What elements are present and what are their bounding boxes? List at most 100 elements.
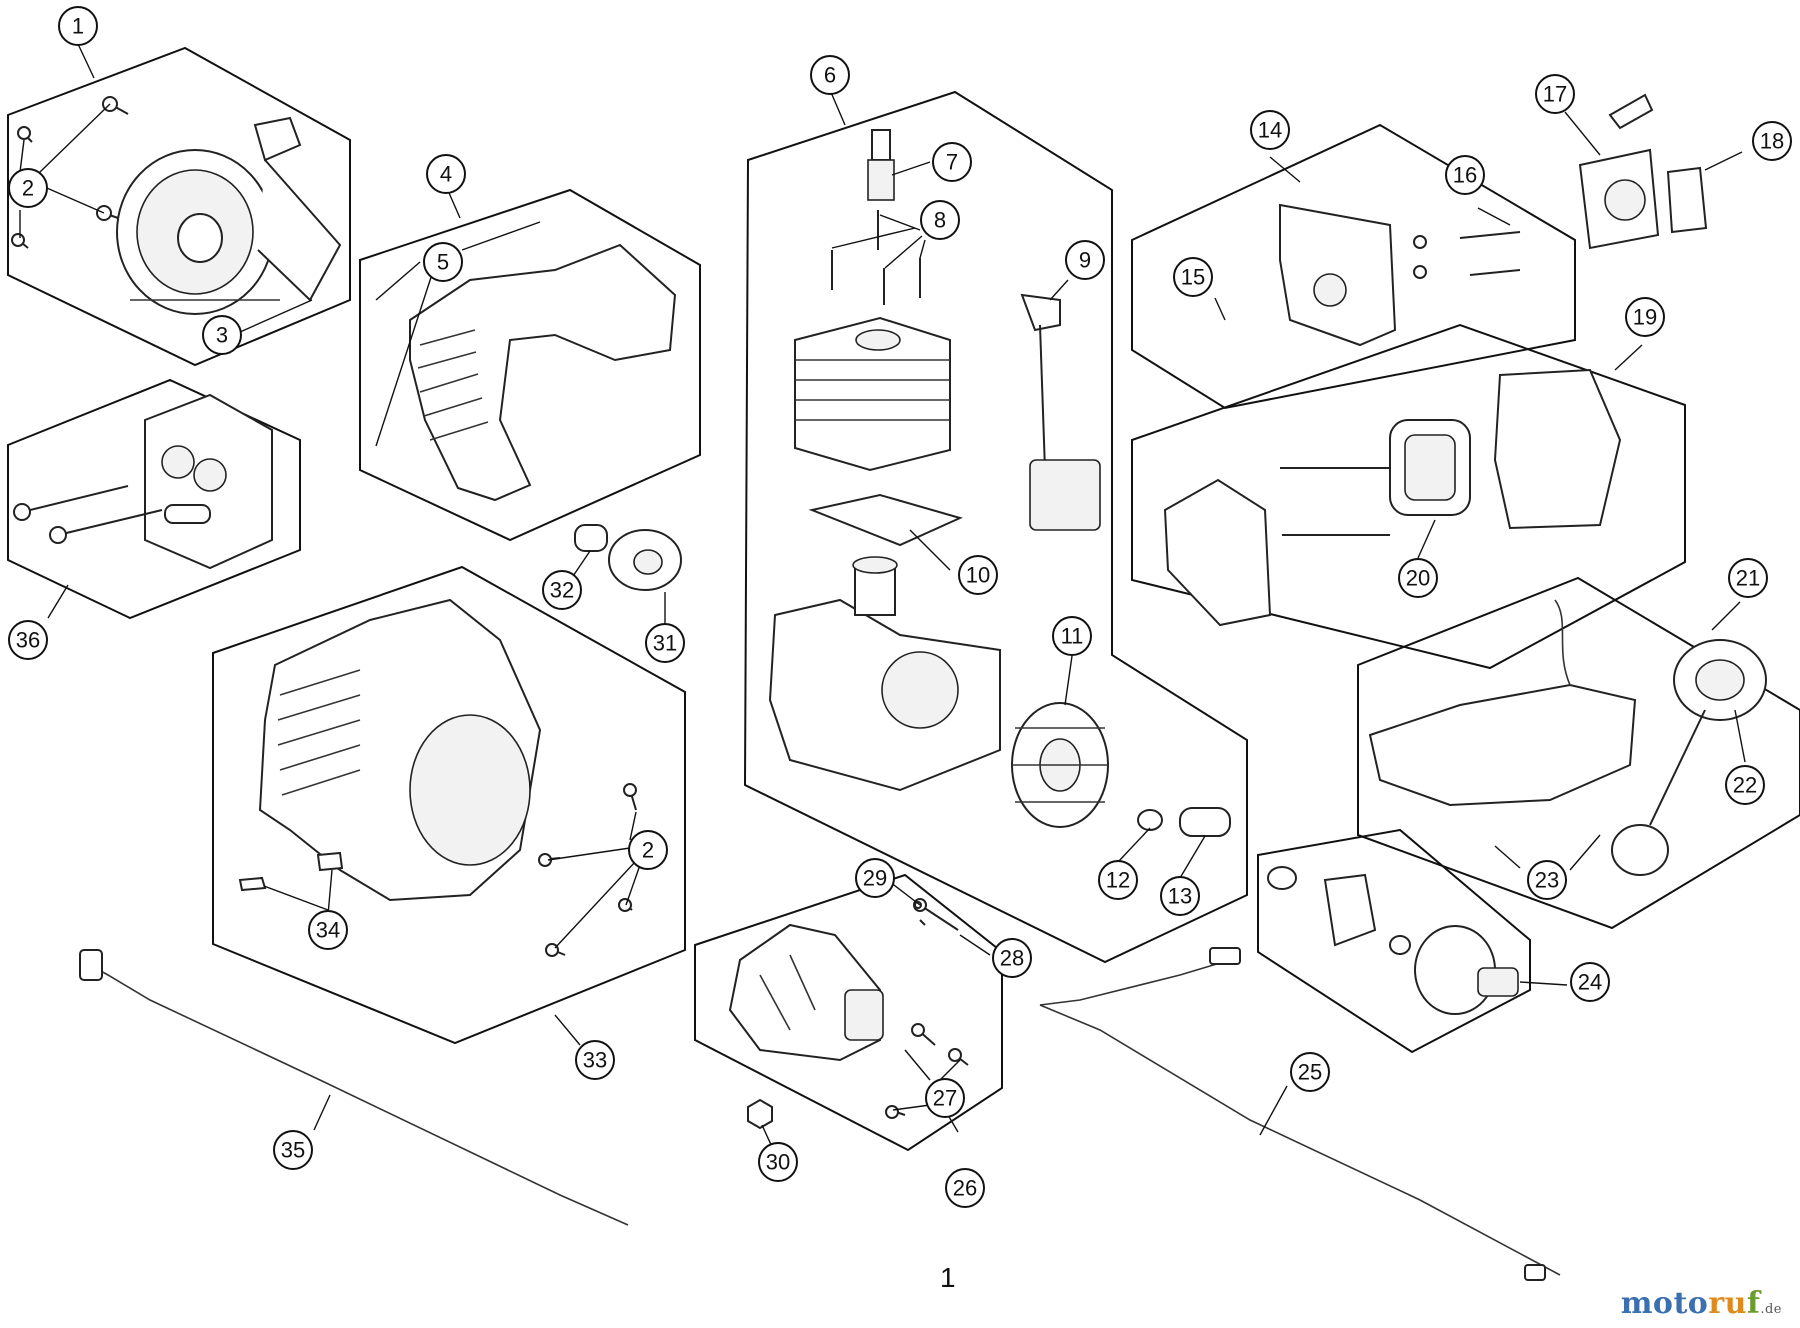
callout-label: 27 [933,1086,957,1111]
callout-label: 34 [316,918,340,943]
callout-13: 13 [1160,876,1200,916]
engine-shroud-part [258,598,542,902]
callout-35: 35 [273,1130,313,1170]
shroud-screws-part [538,783,637,957]
watermark-part-3: f [1746,1286,1761,1321]
group-outline-air-filter [1131,323,1686,670]
callout-label: 36 [16,628,40,653]
callout-label: 30 [766,1150,790,1175]
callout-2: 2 [8,168,48,208]
air-filter-bracket-part [1279,203,1521,347]
callout-label: 6 [824,63,836,88]
group-outline-fuel-tank [1357,576,1800,930]
callout-label: 13 [1168,884,1192,909]
fuel-cap-part [1611,639,1767,876]
washer-part [1137,809,1163,831]
callout-label: 11 [1061,624,1084,649]
nut-part [747,1098,773,1130]
callout-27: 27 [925,1078,965,1118]
screw-parts-starter [11,96,129,249]
callout-3: 3 [202,315,242,355]
group-outline-clutch [1257,828,1531,1054]
callout-26: 26 [945,1168,985,1208]
callout-31: 31 [645,623,685,663]
callout-label: 7 [946,150,958,175]
callout-17: 17 [1535,74,1575,114]
bearing-cover-part [608,529,682,591]
throttle-cable-part [79,949,629,1226]
ignition-module-part [1020,293,1101,531]
clutch-housing-part [728,923,884,1062]
group-outline-cylinder-block [743,90,1248,964]
gasket-part [808,493,963,547]
crankcase-part [768,556,1001,792]
bushing-part [1179,807,1231,837]
recoil-starter-part [116,116,342,315]
flywheel-part [1011,702,1109,828]
callout-22: 22 [1725,765,1765,805]
callout-7: 7 [932,142,972,182]
clutch-part [1267,866,1519,1015]
fuel-tank-part [1368,599,1637,807]
group-outline-starter [7,46,351,367]
callout-label: 2 [642,838,654,863]
callout-label: 33 [583,1048,607,1073]
muffler-part [13,393,273,570]
callout-6: 6 [810,55,850,95]
callout-label: 20 [1406,566,1430,591]
callout-label: 19 [1633,305,1657,330]
watermark-logo: motoruf.de [1621,1286,1782,1321]
callout-28: 28 [992,938,1032,978]
callout-label: 10 [966,563,990,588]
callout-14: 14 [1250,110,1290,150]
callout-label: 15 [1181,265,1205,290]
wiring-harness-part [1039,947,1561,1281]
callout-4: 4 [426,154,466,194]
cylinder-bolts-part [831,210,921,305]
callout-label: 25 [1298,1060,1322,1085]
spacer-part [574,524,608,552]
group-outline-air-filter-bracket [1131,123,1576,410]
leader-lines [19,43,1746,1161]
callout-30: 30 [758,1142,798,1182]
callout-label: 21 [1736,566,1760,591]
callout-label: 32 [550,578,574,603]
callout-label: 28 [1000,946,1024,971]
watermark-part-2: ru [1708,1286,1747,1321]
callout-9: 9 [1065,240,1105,280]
callout-2-shroud: 2 [628,830,668,870]
engine-cover-part [409,243,677,502]
callout-5: 5 [423,242,463,282]
callout-label: 1 [72,14,84,39]
callout-label: 16 [1453,163,1477,188]
clutch-housing-screws-part [885,898,969,1119]
callout-23: 23 [1527,860,1567,900]
group-outline-shroud [212,565,686,1045]
callout-34: 34 [308,910,348,950]
callout-label: 29 [863,866,887,891]
callout-16: 16 [1445,155,1485,195]
page-number: 1 [940,1262,956,1293]
callout-36: 36 [8,620,48,660]
group-outline-engine-cover [359,188,701,542]
callout-11: 11 [1052,616,1092,656]
callout-label: 8 [934,208,946,233]
callout-15: 15 [1173,257,1213,297]
spark-plug-part [867,129,895,201]
air-filter-housing-part [1163,368,1622,627]
watermark-part-1: moto [1620,1286,1709,1321]
group-outline-clutch-housing [694,873,1003,1152]
callout-21: 21 [1728,558,1768,598]
group-outline-muffler [7,378,301,620]
callout-label: 9 [1079,248,1091,273]
callout-label: 4 [440,162,452,187]
callout-8: 8 [920,200,960,240]
callout-33: 33 [575,1040,615,1080]
callout-label: 23 [1535,868,1559,893]
callout-label: 2 [22,176,34,201]
callout-10: 10 [958,555,998,595]
callout-25: 25 [1290,1052,1330,1092]
callout-label: 17 [1543,82,1567,107]
callout-12: 12 [1098,860,1138,900]
callout-label: 12 [1106,868,1130,893]
